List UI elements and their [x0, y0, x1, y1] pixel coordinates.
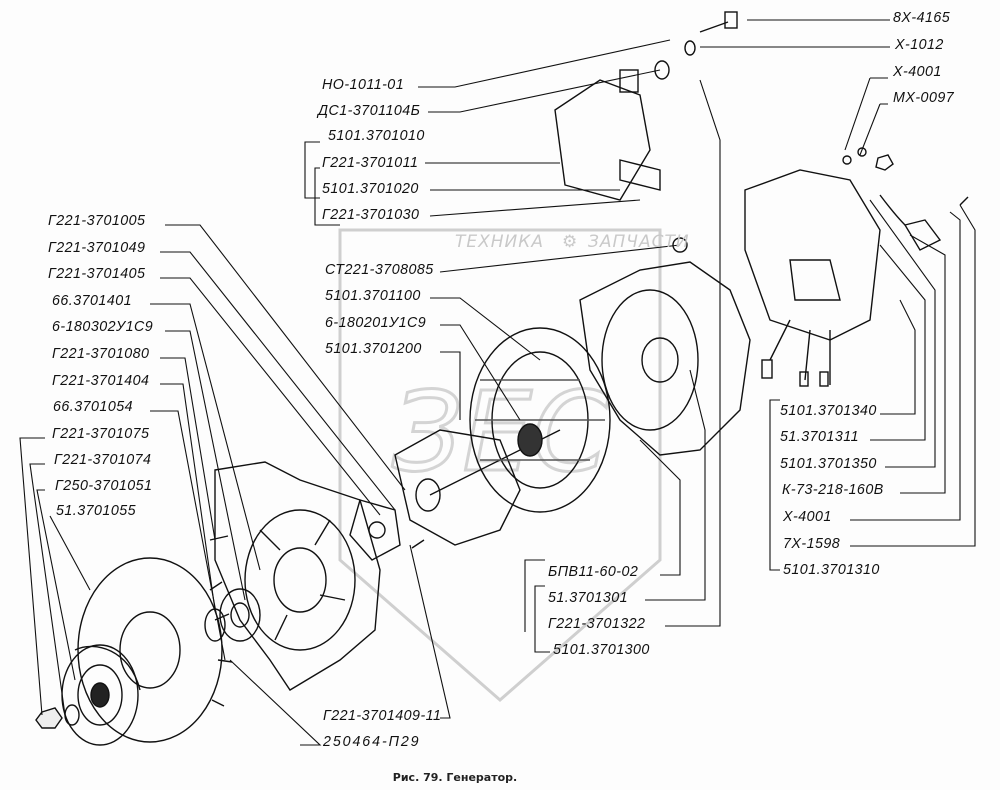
rotor — [394, 423, 561, 546]
part-label: MX-0097 — [893, 89, 955, 106]
part-label: 66.3701401 — [52, 292, 133, 309]
part-label: Г221-3701322 — [548, 615, 646, 632]
part-label: Г221-3701049 — [48, 239, 146, 256]
watermark-right-text: ЗАПЧАСТИ — [588, 232, 690, 252]
small-hardware — [672, 147, 969, 253]
rectifier-unit — [744, 169, 881, 387]
part-label: 250464-П29 — [323, 733, 421, 750]
part-label: Г221-3701409-11 — [323, 707, 442, 724]
part-label: 8X-4165 — [893, 9, 951, 26]
part-label: Г221-3701075 — [52, 425, 150, 442]
bearing-front — [219, 588, 261, 642]
part-label: 6-180302У1С9 — [52, 318, 154, 335]
part-label: X-4001 — [783, 508, 832, 525]
part-label: Г250-3701051 — [55, 477, 153, 494]
part-label: СТ221-3708085 — [325, 261, 434, 278]
part-label: 66.3701054 — [53, 398, 134, 415]
part-label: 51.3701301 — [548, 589, 629, 606]
part-label: 5101.3701020 — [322, 180, 419, 197]
part-label: Г221-3701030 — [322, 206, 420, 223]
watermark-logo: ЗЕС — [392, 368, 609, 496]
figure-caption: Рис. 79. Генератор. — [392, 771, 518, 784]
pulley — [61, 644, 141, 746]
part-label: Г221-3701011 — [322, 154, 419, 171]
washer — [64, 704, 80, 726]
part-label: 51.3701311 — [780, 428, 859, 445]
rear-cover — [579, 261, 751, 456]
brush-holder — [554, 69, 661, 201]
nut — [35, 707, 63, 729]
part-label: 51.3701055 — [56, 502, 137, 519]
capacitor — [879, 194, 942, 251]
part-label: 6-180201У1С9 — [325, 314, 427, 331]
front-cover — [214, 461, 381, 691]
part-label: 5101.3701010 — [328, 127, 425, 144]
part-label: ДС1-3701104Б — [318, 102, 421, 119]
part-label: 5101.3701300 — [553, 641, 650, 658]
part-label: Г221-3701404 — [52, 372, 150, 389]
part-label: НО-1011-01 — [322, 76, 405, 93]
part-label: 5101.3701200 — [325, 340, 422, 357]
bolt-front — [209, 535, 425, 549]
part-label: Г221-3701080 — [52, 345, 150, 362]
leader-lines — [19, 19, 976, 746]
bearing-cover-plate — [349, 499, 401, 561]
watermark-left-text: ТЕХНИКА — [455, 232, 544, 252]
part-label: 5101.3701100 — [325, 287, 421, 304]
stator — [469, 327, 611, 513]
part-label: X-4001 — [893, 63, 942, 80]
part-label: К-73-218-160В — [782, 481, 884, 498]
part-label: Г221-3701074 — [54, 451, 152, 468]
part-label: 5101.3701310 — [783, 561, 880, 578]
part-label: 7X-1598 — [783, 535, 841, 552]
part-label: 5101.3701350 — [780, 455, 877, 472]
part-label: Г221-3701005 — [48, 212, 146, 229]
gear-icon: ⚙ — [562, 232, 579, 252]
part-label: 5101.3701340 — [780, 402, 877, 419]
part-label: БПВ11-60-02 — [548, 563, 639, 580]
part-label: X-1012 — [895, 36, 944, 53]
screw-top — [654, 11, 738, 80]
part-label: Г221-3701405 — [48, 265, 146, 282]
fan — [77, 557, 233, 743]
